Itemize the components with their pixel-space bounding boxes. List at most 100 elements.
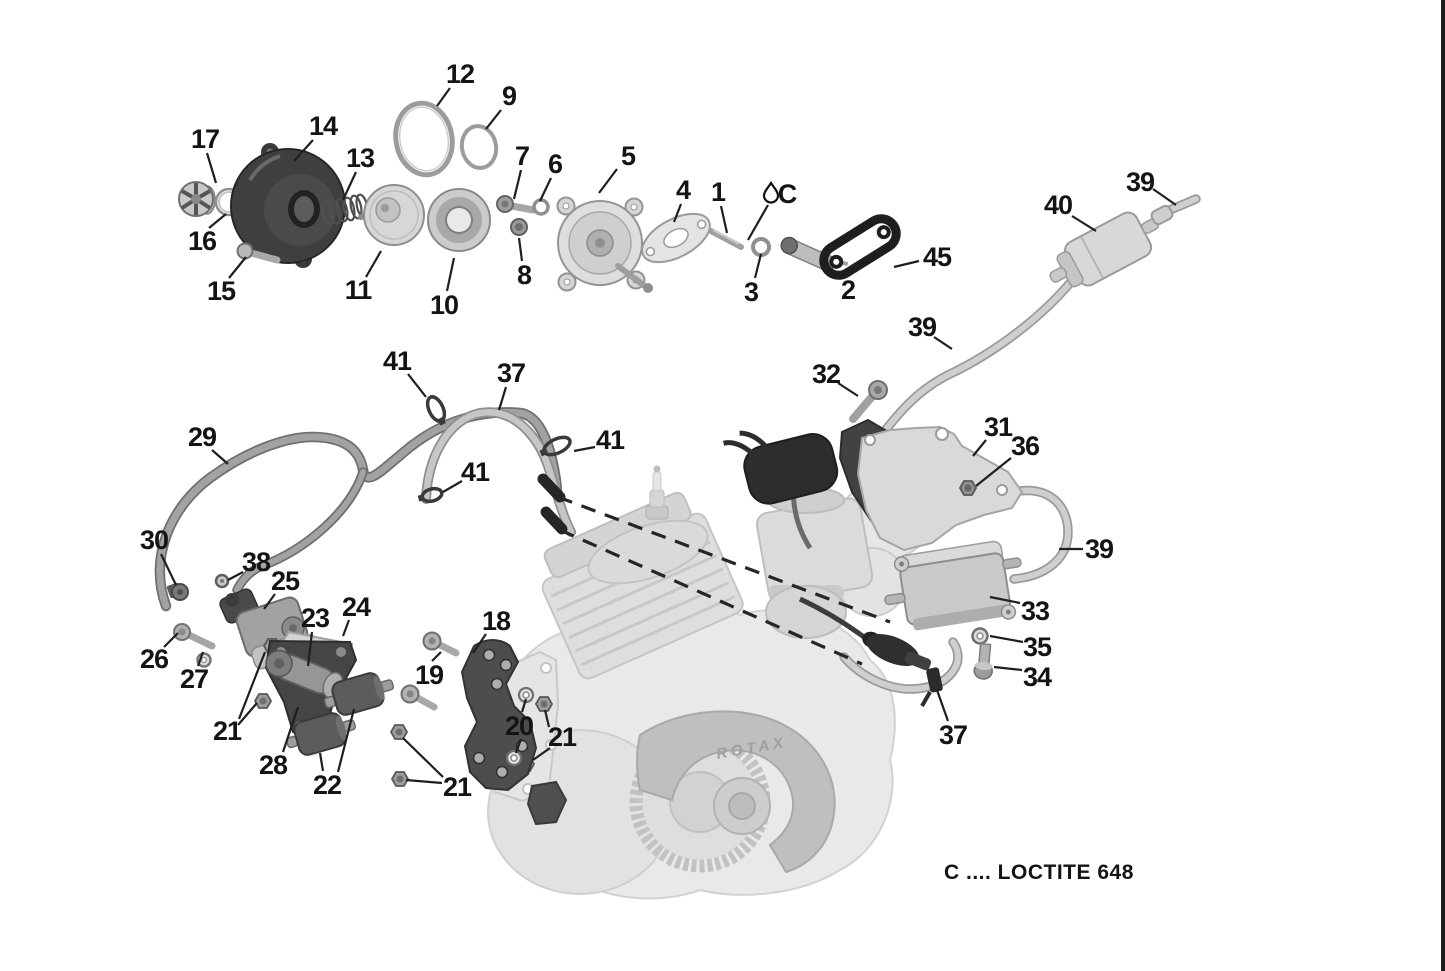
- callout-26-30: 26: [140, 644, 169, 674]
- part-1-shape: [708, 228, 744, 250]
- oil-droplet-icon: [762, 180, 780, 204]
- callout-5-12: 5: [621, 141, 636, 171]
- leader-line-21-0: [543, 709, 551, 728]
- callout-40-19: 40: [1044, 190, 1072, 220]
- leader-line-40-0: [1071, 215, 1097, 232]
- callout-1-14: 1: [711, 177, 726, 207]
- part-31-bracket: [838, 418, 1024, 552]
- callout-2-17: 2: [841, 275, 855, 305]
- leader-line-12-0: [436, 87, 451, 107]
- part-19-bolt-1: [422, 631, 460, 657]
- part-14-shape: [230, 143, 346, 268]
- leader-line-37-0: [935, 689, 950, 722]
- callout-36-44: 36: [1011, 431, 1040, 461]
- leader-line-36-0: [975, 457, 1012, 487]
- callout-23-35: 23: [301, 603, 330, 633]
- leader-line-24-0: [341, 619, 351, 637]
- leader-line-9-0: [485, 109, 502, 130]
- callout-8-11: 8: [517, 260, 532, 290]
- callout-41-22: 41: [383, 346, 412, 376]
- hose-end-wedge-2: [540, 506, 568, 535]
- callout-21-32: 21: [213, 716, 242, 746]
- callout-20-39: 20: [505, 711, 533, 741]
- right-edge-line: [1441, 0, 1445, 971]
- leader-line-21-1: [237, 702, 258, 726]
- callout-32-42: 32: [812, 359, 840, 389]
- leader-line-41-0: [573, 445, 596, 453]
- leader-line-1-0: [719, 205, 729, 234]
- callout-6-10: 6: [548, 149, 563, 179]
- callout-31-43: 31: [984, 412, 1013, 442]
- dash-line-1: [557, 495, 891, 624]
- callout-15-6: 15: [207, 276, 236, 306]
- part-41-clip-3: [417, 486, 444, 504]
- part-22-damper-1: [323, 672, 395, 716]
- callout-37-23: 37: [497, 358, 525, 388]
- callout-34-48: 34: [1023, 662, 1052, 692]
- leader-line-29-0: [211, 449, 229, 465]
- part-41-clip-2: [539, 435, 572, 457]
- leader-line-2-0: [821, 264, 840, 278]
- part-10-shape: [427, 188, 491, 252]
- part-4-shape: [641, 212, 711, 264]
- leader-line-26-0: [163, 632, 179, 648]
- leader-line-35-0: [989, 634, 1024, 644]
- callout-C-15: C: [778, 179, 797, 209]
- leader-line-41-0: [407, 373, 427, 398]
- callout-21-41: 21: [443, 772, 472, 802]
- part-33-box: [884, 540, 1022, 631]
- part-38-grommet: [214, 573, 230, 589]
- callout-29-26: 29: [188, 422, 217, 452]
- leader-line-32-0: [837, 382, 859, 397]
- callout-24-36: 24: [342, 592, 371, 622]
- callout-19-37: 19: [415, 660, 444, 690]
- hose-39-end-fitting: [1150, 204, 1174, 226]
- part-11-shape: [358, 184, 425, 246]
- part-37-clamp: [926, 667, 943, 693]
- gear-guard-ghost: [636, 710, 836, 874]
- shift-lever: [526, 780, 568, 826]
- leader-line-15-0: [228, 256, 247, 279]
- callout-41-24: 41: [596, 425, 625, 455]
- sensor-mount: [904, 651, 932, 671]
- callout-33-46: 33: [1021, 596, 1050, 626]
- part-40-fuel-filter: [1049, 211, 1160, 288]
- hose-39-lower: [878, 269, 1082, 439]
- leader-line-39-0: [933, 336, 953, 350]
- leader-line-22-1: [336, 708, 356, 773]
- hose-29-branch: [234, 469, 366, 593]
- callout-37-49: 37: [939, 720, 967, 750]
- part-36-nut: [958, 480, 978, 496]
- leader-line-30-0: [160, 553, 177, 586]
- part-5-shape: [556, 196, 653, 293]
- part-3-shape: [751, 237, 771, 257]
- leader-line-21-1: [402, 737, 444, 778]
- hose-29: [156, 408, 561, 610]
- part-9-shape: [459, 124, 499, 170]
- callout-9-3: 9: [502, 81, 517, 111]
- leader-line-33-0: [989, 595, 1021, 605]
- leader-line-11-0: [365, 250, 382, 278]
- part-20-washers: [505, 686, 535, 767]
- leader-line-19-0: [431, 651, 442, 662]
- callout-27-31: 27: [180, 664, 208, 694]
- leader-line-21-1: [532, 747, 551, 761]
- part-30-clamp: [166, 582, 189, 601]
- callout-38-28: 38: [242, 547, 271, 577]
- callout-18-38: 18: [482, 606, 511, 636]
- leader-line-22-0: [318, 752, 325, 772]
- hose-39-lower-outline: [876, 267, 1084, 441]
- leader-line-38-0: [227, 571, 244, 581]
- callout-7-9: 7: [515, 141, 529, 171]
- part-41-clip-1: [425, 395, 447, 426]
- leader-line-31-0: [972, 439, 987, 457]
- leader-line-21-0: [405, 778, 443, 785]
- leader-line-37-0: [497, 386, 508, 411]
- callout-30-27: 30: [140, 525, 168, 555]
- leader-line-27-0: [196, 651, 205, 667]
- callout-14-1: 14: [309, 111, 338, 141]
- leader-line-21-0: [237, 651, 267, 720]
- leader-line-14-0: [293, 139, 314, 162]
